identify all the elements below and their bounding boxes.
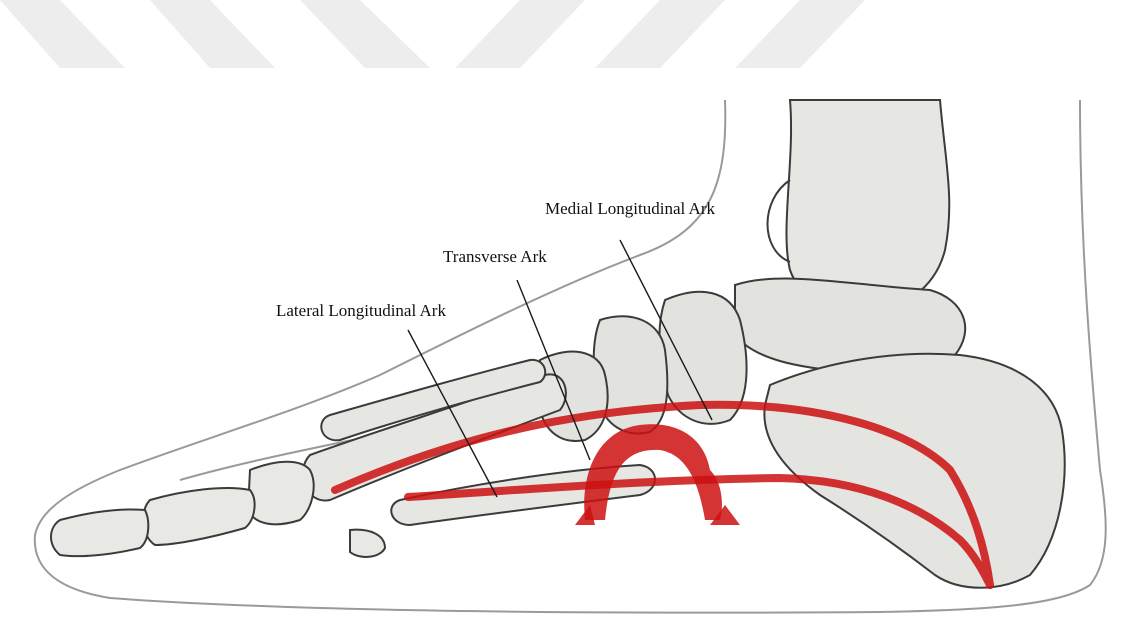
calcaneus — [764, 354, 1064, 588]
watermark-stripes — [0, 0, 865, 68]
medial-arch-label: Medial Longitudinal Ark — [545, 200, 715, 217]
lateral-arch-label: Lateral Longitudinal Ark — [276, 302, 446, 319]
transverse-arch — [575, 424, 740, 525]
transverse-arch-label: Transverse Ark — [443, 248, 547, 265]
